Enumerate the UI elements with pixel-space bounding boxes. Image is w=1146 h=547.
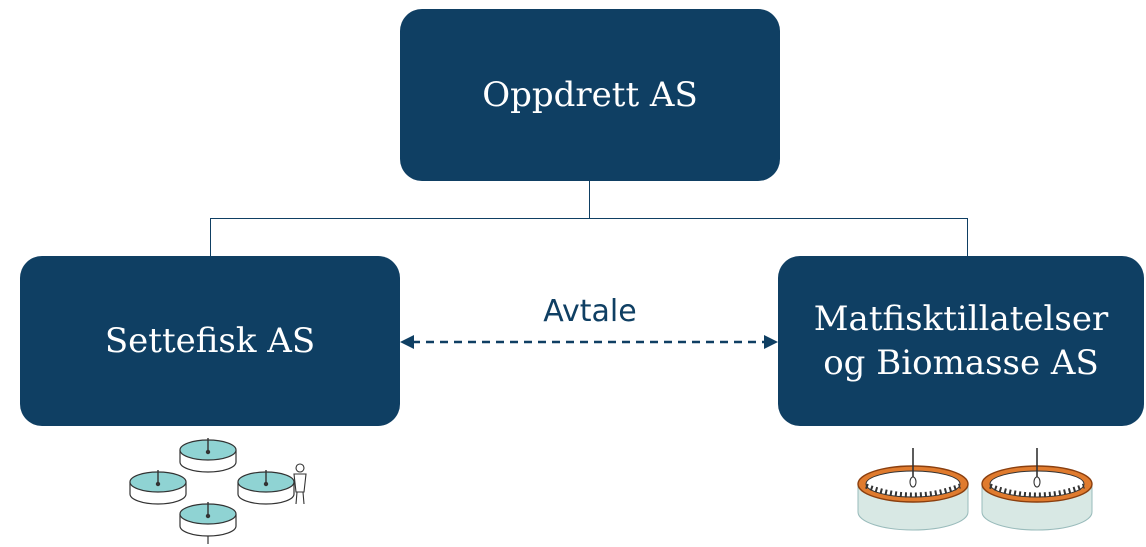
- parent-company-box: Oppdrett AS: [400, 9, 780, 181]
- org-connector-right: [967, 218, 968, 256]
- org-connector-horizontal: [210, 218, 968, 219]
- agreement-double-arrow: [400, 335, 778, 349]
- tank-top-icon: [179, 438, 237, 473]
- hatchery-company-box: Settefisk AS: [20, 256, 400, 426]
- fish-farm-pens-illustration: [857, 448, 1093, 531]
- farming-company-box: Matfisktillatelser og Biomasse AS: [778, 256, 1144, 426]
- farming-company-label: Matfisktillatelser og Biomasse AS: [814, 297, 1109, 385]
- tank-right-icon: [237, 470, 295, 505]
- tank-left-icon: [129, 470, 187, 505]
- net-pen-right-icon: [981, 448, 1093, 531]
- hatchery-tanks-illustration: [129, 438, 307, 544]
- hatchery-company-label: Settefisk AS: [104, 320, 316, 361]
- farming-company-label-line-2: og Biomasse AS: [823, 343, 1099, 383]
- arrowhead-left-icon: [400, 335, 414, 349]
- parent-company-label: Oppdrett AS: [482, 74, 698, 115]
- worker-figure-icon: [293, 463, 307, 505]
- net-pen-left-icon: [857, 448, 969, 531]
- tank-bottom-icon: [179, 502, 237, 544]
- org-connector-top: [589, 181, 590, 219]
- farming-company-label-line-1: Matfisktillatelser: [813, 298, 1109, 339]
- org-connector-left: [210, 218, 211, 256]
- agreement-label: Avtale: [543, 294, 637, 329]
- arrowhead-right-icon: [764, 335, 778, 349]
